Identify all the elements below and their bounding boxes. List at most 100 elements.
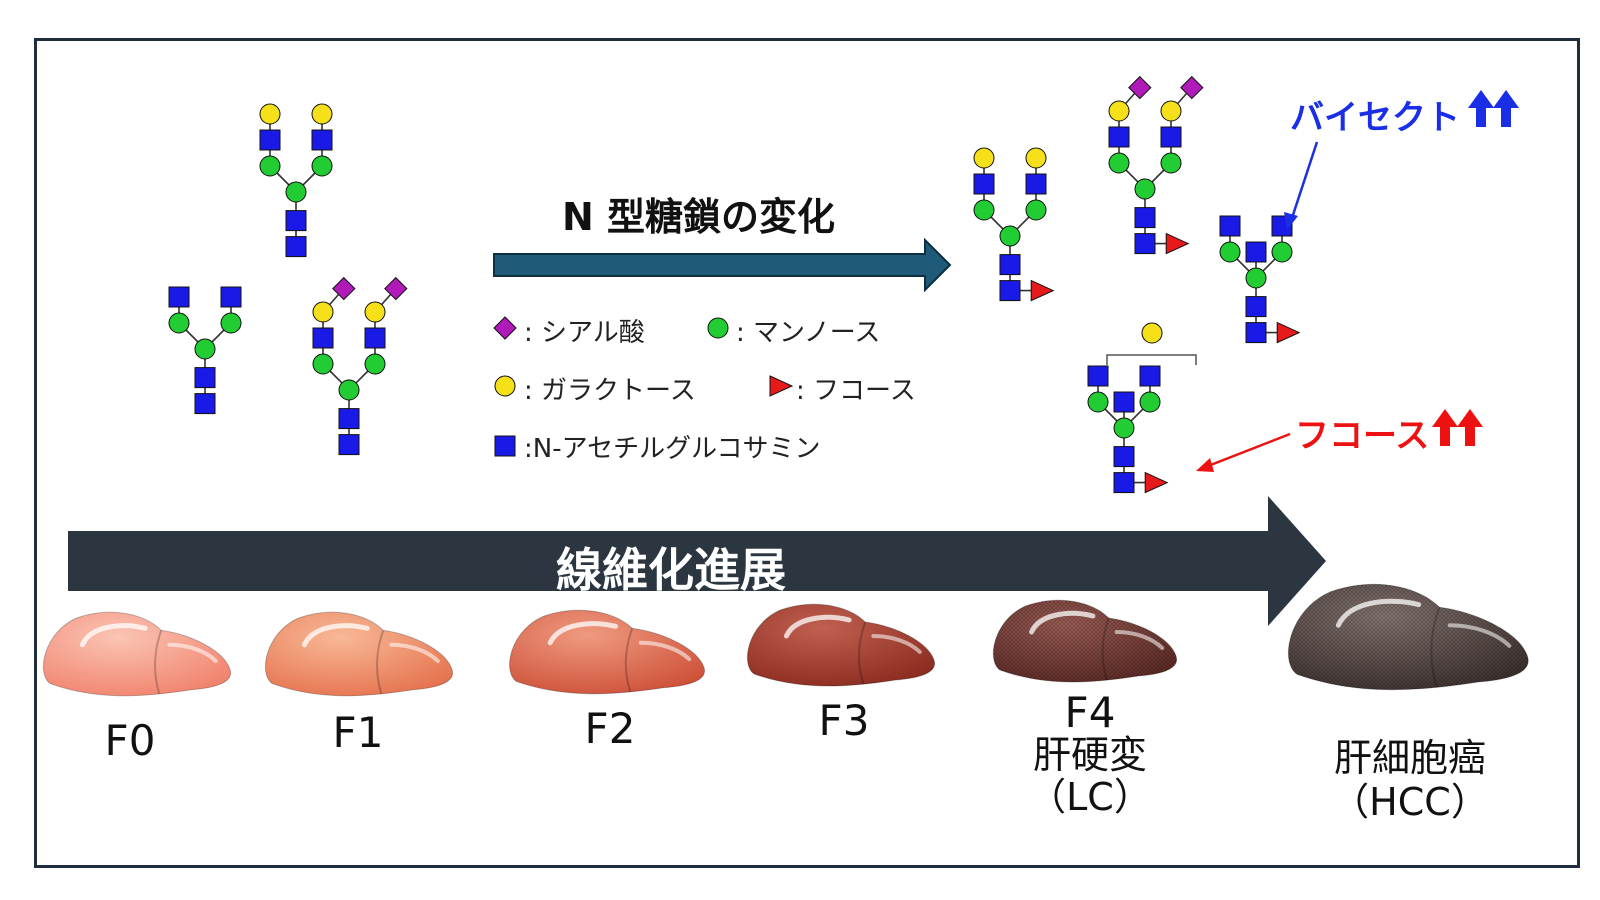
fucose-triangle bbox=[1276, 321, 1301, 344]
liver-hcc bbox=[1288, 583, 1529, 691]
galactose-circle bbox=[1160, 100, 1182, 122]
glycan-bisected bbox=[1219, 215, 1301, 344]
glcnac-square bbox=[285, 210, 307, 232]
glcnac-square bbox=[999, 280, 1021, 302]
liver-f4 bbox=[992, 599, 1178, 683]
mannose-circle bbox=[338, 379, 360, 401]
sialic-diamond bbox=[384, 276, 408, 301]
liver-f2 bbox=[509, 609, 706, 695]
liver-highlight bbox=[1447, 623, 1512, 648]
glcnac-square bbox=[1134, 233, 1156, 255]
mannose-circle bbox=[168, 312, 190, 334]
galactose-circle bbox=[1141, 322, 1163, 344]
fucose-callout-arrow bbox=[1196, 432, 1291, 472]
galactose-circle bbox=[973, 147, 995, 169]
mannose-circle bbox=[1219, 241, 1241, 263]
glycan-core-fucosylated bbox=[973, 147, 1055, 302]
glcnac-square bbox=[1139, 365, 1161, 387]
liver-highlight bbox=[389, 642, 440, 664]
glycan-bisected-galactose bbox=[1141, 322, 1163, 344]
glcnac-square bbox=[1160, 126, 1182, 148]
glcnac-square bbox=[1245, 322, 1267, 344]
liver-f0 bbox=[42, 611, 232, 697]
glcnac-square bbox=[364, 327, 386, 349]
mannose-circle bbox=[1139, 391, 1161, 413]
liver-lobe-line bbox=[624, 628, 634, 693]
liver-highlight bbox=[783, 614, 852, 639]
glcnac-square bbox=[1108, 126, 1130, 148]
liver-highlight bbox=[1335, 598, 1422, 628]
legend-symbols bbox=[493, 316, 794, 457]
glcnac-square bbox=[338, 434, 360, 456]
stage-f3: F3 bbox=[818, 696, 870, 745]
mannose-circle bbox=[1108, 152, 1130, 174]
liver-highlight bbox=[301, 623, 370, 648]
glycan-galactosylated bbox=[259, 103, 333, 258]
glcnac-square bbox=[168, 286, 190, 308]
galactose-circle bbox=[364, 301, 386, 323]
sialic-diamond bbox=[493, 316, 517, 340]
fucose-callout-label: フコース bbox=[1295, 416, 1430, 456]
liver-lobe-line bbox=[375, 630, 385, 695]
glycan-sialylated bbox=[312, 276, 408, 456]
stage-hcc: 肝細胞癌 （HCC） bbox=[1331, 736, 1489, 824]
glycan-agalacto bbox=[168, 286, 242, 415]
mannose-circle bbox=[220, 312, 242, 334]
stage-f0: F0 bbox=[104, 716, 156, 765]
liver-lobe-line bbox=[857, 621, 867, 685]
liver-highlight bbox=[547, 621, 618, 646]
glycan-change-arrow bbox=[493, 237, 952, 293]
glcnac-square bbox=[973, 173, 995, 195]
galactose-circle bbox=[494, 375, 516, 397]
mannose-circle bbox=[1134, 178, 1156, 200]
liver-f1 bbox=[264, 611, 454, 697]
glcnac-square bbox=[1113, 472, 1135, 494]
bisect-callout-arrow bbox=[1284, 141, 1319, 230]
mannose-circle bbox=[999, 225, 1021, 247]
glcnac-square bbox=[259, 129, 281, 151]
liver-highlight bbox=[167, 642, 218, 664]
glcnac-square bbox=[338, 408, 360, 430]
fibrosis-progression-label: 線維化進展 bbox=[556, 543, 786, 597]
mannose-circle bbox=[311, 155, 333, 177]
glcnac-square bbox=[285, 236, 307, 258]
fibrosis-progression-arrow bbox=[68, 496, 1326, 626]
galactose-circle bbox=[1025, 147, 1047, 169]
legend-fucose: : フコース bbox=[766, 370, 916, 407]
glcnac-square bbox=[194, 367, 216, 389]
glcnac-square bbox=[1113, 391, 1135, 413]
glcnac-square bbox=[999, 254, 1021, 276]
bisect-increase-icon bbox=[1468, 90, 1519, 127]
glycan-change-label: N 型糖鎖の変化 bbox=[562, 195, 836, 239]
glcnac-square bbox=[312, 327, 334, 349]
mannose-circle bbox=[194, 338, 216, 360]
glcnac-square bbox=[194, 393, 216, 415]
stage-f4: F4 肝硬変 （LC） bbox=[1028, 688, 1152, 819]
liver-lobe-line bbox=[153, 630, 163, 695]
galactose-bracket bbox=[1106, 354, 1197, 365]
glcnac-square bbox=[1025, 173, 1047, 195]
mannose-circle bbox=[1245, 267, 1267, 289]
sialic-diamond bbox=[1128, 75, 1152, 100]
diagram-frame bbox=[34, 38, 1580, 868]
glycan-structures bbox=[168, 75, 1301, 494]
legend-sialic-label: : シアル酸 bbox=[524, 318, 645, 348]
mannose-circle bbox=[1160, 152, 1182, 174]
liver-highlight bbox=[1029, 610, 1096, 635]
liver-highlight bbox=[1114, 630, 1165, 650]
mannose-circle bbox=[1113, 417, 1135, 439]
glycan-sialylated-fucosylated bbox=[1108, 75, 1204, 255]
mannose-circle bbox=[259, 155, 281, 177]
mannose-circle bbox=[364, 353, 386, 375]
mannose-circle bbox=[973, 199, 995, 221]
legend-galactose: : ガラクトース bbox=[494, 370, 696, 407]
sialic-diamond bbox=[332, 276, 356, 301]
mannose-circle bbox=[707, 317, 729, 339]
stage-f1: F1 bbox=[332, 708, 384, 757]
liver-highlight bbox=[638, 640, 692, 662]
galactose-circle bbox=[311, 103, 333, 125]
liver-series bbox=[42, 583, 1529, 697]
galactose-circle bbox=[259, 103, 281, 125]
liver-lobe-line bbox=[1430, 606, 1441, 688]
